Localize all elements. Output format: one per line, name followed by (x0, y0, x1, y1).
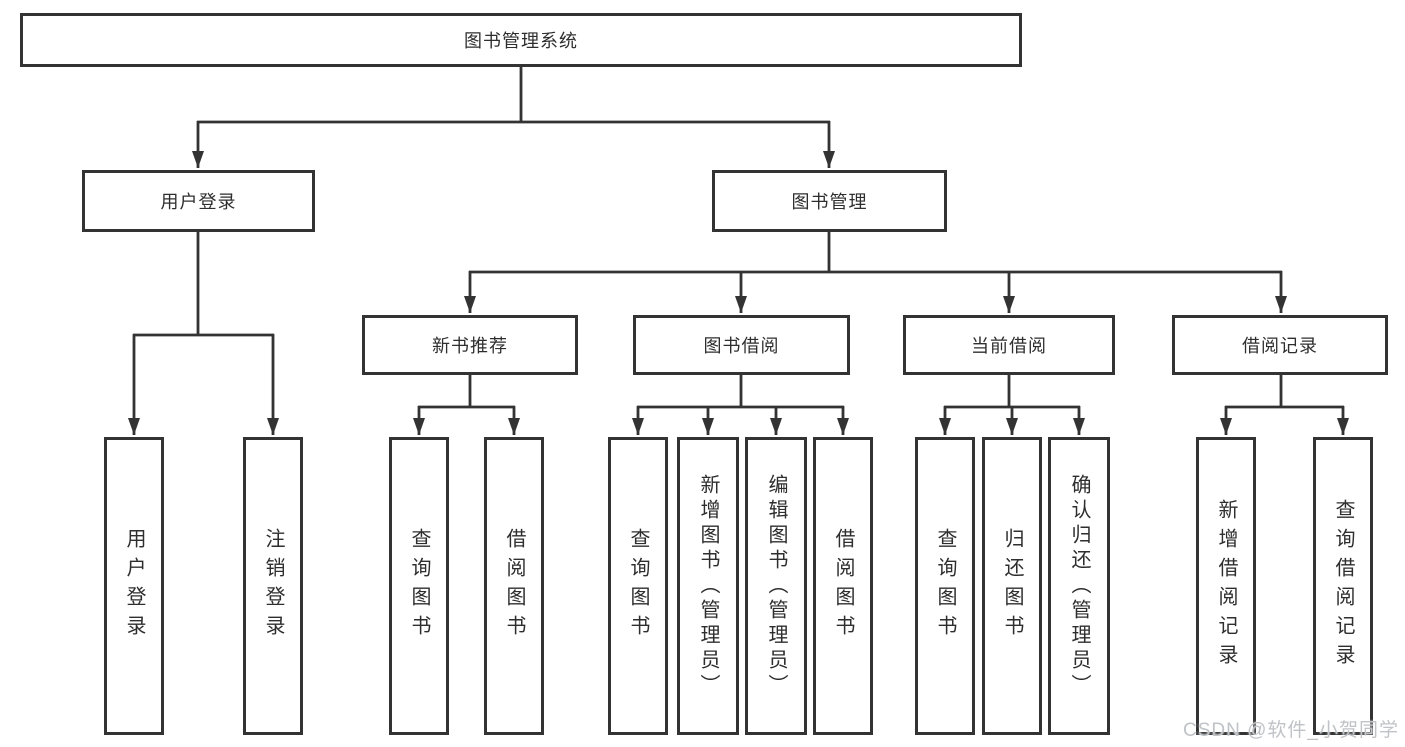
leaf-bb-query-books-label: 查询图书 (627, 528, 649, 644)
node-library-management-system: 图书管理系统 (20, 13, 1022, 67)
leaf-bb-edit-books-admin: 编辑图书（管理员） (745, 437, 807, 735)
leaf-cb-query-books-label: 查询图书 (934, 528, 956, 644)
leaf-bb-query-books: 查询图书 (608, 437, 668, 735)
leaf-nb-borrow-books-label: 借阅图书 (503, 528, 525, 644)
leaf-user-login-label: 用户登录 (123, 528, 145, 644)
leaf-nb-query-books-label: 查询图书 (408, 528, 430, 644)
leaf-br-query-record: 查询借阅记录 (1313, 437, 1373, 735)
leaf-br-add-record-label: 新增借阅记录 (1215, 499, 1237, 673)
leaf-bb-edit-books-admin-label: 编辑图书（管理员） (765, 473, 787, 699)
csdn-watermark: CSDN @软件_小贺同学 (1183, 720, 1399, 741)
node-book-management: 图书管理 (712, 170, 947, 232)
leaf-nb-query-books: 查询图书 (389, 437, 449, 735)
leaf-bb-borrow-books: 借阅图书 (813, 437, 873, 735)
leaf-cb-return-books-label: 归还图书 (1001, 528, 1023, 644)
leaf-bb-borrow-books-label: 借阅图书 (832, 528, 854, 644)
leaf-cb-confirm-return-admin: 确认归还（管理员） (1048, 437, 1110, 735)
leaf-user-login: 用户登录 (104, 437, 164, 735)
leaf-cb-return-books: 归还图书 (982, 437, 1042, 735)
leaf-br-add-record: 新增借阅记录 (1196, 437, 1256, 735)
leaf-logout: 注销登录 (243, 437, 303, 735)
leaf-cb-confirm-return-admin-label: 确认归还（管理员） (1068, 473, 1090, 699)
leaf-cb-query-books: 查询图书 (915, 437, 975, 735)
leaf-br-query-record-label: 查询借阅记录 (1332, 499, 1354, 673)
node-borrowing-records: 借阅记录 (1172, 315, 1388, 375)
node-book-borrowing: 图书借阅 (633, 315, 850, 375)
node-user-login: 用户登录 (82, 170, 315, 232)
leaf-nb-borrow-books: 借阅图书 (484, 437, 544, 735)
leaf-bb-add-books-admin: 新增图书（管理员） (677, 437, 739, 735)
node-current-borrowing: 当前借阅 (903, 315, 1115, 375)
node-new-book-recommend: 新书推荐 (362, 315, 578, 375)
leaf-logout-label: 注销登录 (262, 528, 284, 644)
leaf-bb-add-books-admin-label: 新增图书（管理员） (697, 473, 719, 699)
